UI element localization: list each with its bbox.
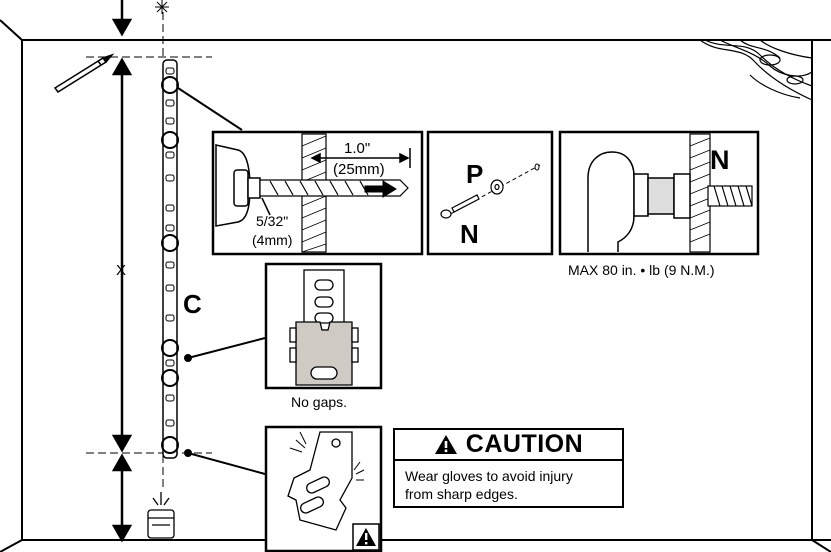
dashed-guides	[86, 12, 212, 490]
sharp-bracket-illustration	[287, 431, 353, 531]
wall-hatch-2	[689, 133, 711, 253]
dimension-x-arrow	[111, 57, 133, 453]
caution-box: CAUTION Wear gloves to avoid injury from…	[393, 428, 624, 508]
rail-upper-segment	[303, 269, 345, 331]
panel-sharp-edges	[264, 425, 383, 552]
caution-line-2: from sharp edges.	[405, 486, 518, 502]
bracket-plate	[289, 321, 359, 386]
wrench-icon	[587, 151, 691, 252]
sparkle-icon	[155, 0, 169, 14]
drill-depth-mm: (25mm)	[333, 161, 385, 178]
lower-dimension-arrow	[111, 453, 133, 543]
label-n-small: N	[460, 219, 479, 249]
room-outline	[0, 19, 831, 552]
caution-title: CAUTION	[465, 430, 584, 458]
caution-line-1: Wear gloves to avoid injury	[405, 468, 573, 484]
wood-beam-illustration	[699, 39, 813, 101]
pencil-icon	[53, 53, 115, 94]
panel-drill: 1.0" (25mm) 5/32" (4mm)	[211, 130, 424, 256]
sharp-edge-marks	[289, 431, 365, 481]
rail-mount-circles	[161, 76, 179, 454]
label-p: P	[466, 159, 483, 189]
torque-spec: MAX 80 in. • lb (9 N.M.)	[568, 262, 715, 278]
depth-dimension	[261, 148, 411, 216]
label-x: X	[116, 262, 126, 279]
panel-fastened: N	[558, 130, 760, 256]
panel-no-gaps	[264, 262, 383, 390]
top-arrow	[111, 0, 133, 37]
drill-direction-arrow	[364, 180, 397, 198]
warning-icon	[434, 435, 457, 454]
level-tool-icon	[147, 492, 175, 539]
washer-icon	[490, 179, 504, 195]
panel-screw-washer: P N	[426, 130, 554, 256]
caution-body: Wear gloves to avoid injury from sharp e…	[395, 461, 622, 503]
drill-bit-size-mm: (4mm)	[252, 232, 292, 248]
caution-header: CAUTION	[395, 430, 622, 461]
screw-icon	[440, 194, 480, 219]
vertical-rail	[162, 59, 178, 459]
drill-depth-inches: 1.0"	[344, 140, 370, 157]
leader-lines	[177, 87, 266, 475]
label-c: C	[183, 289, 202, 319]
warning-triangle-icon	[352, 523, 380, 551]
lag-screw-icon	[707, 185, 753, 207]
drill-body	[215, 144, 261, 227]
drill-bit-size-inches: 5/32"	[256, 213, 288, 229]
no-gaps-caption: No gaps.	[291, 394, 347, 410]
pilot-hole	[534, 163, 540, 171]
label-n-large: N	[710, 145, 730, 175]
